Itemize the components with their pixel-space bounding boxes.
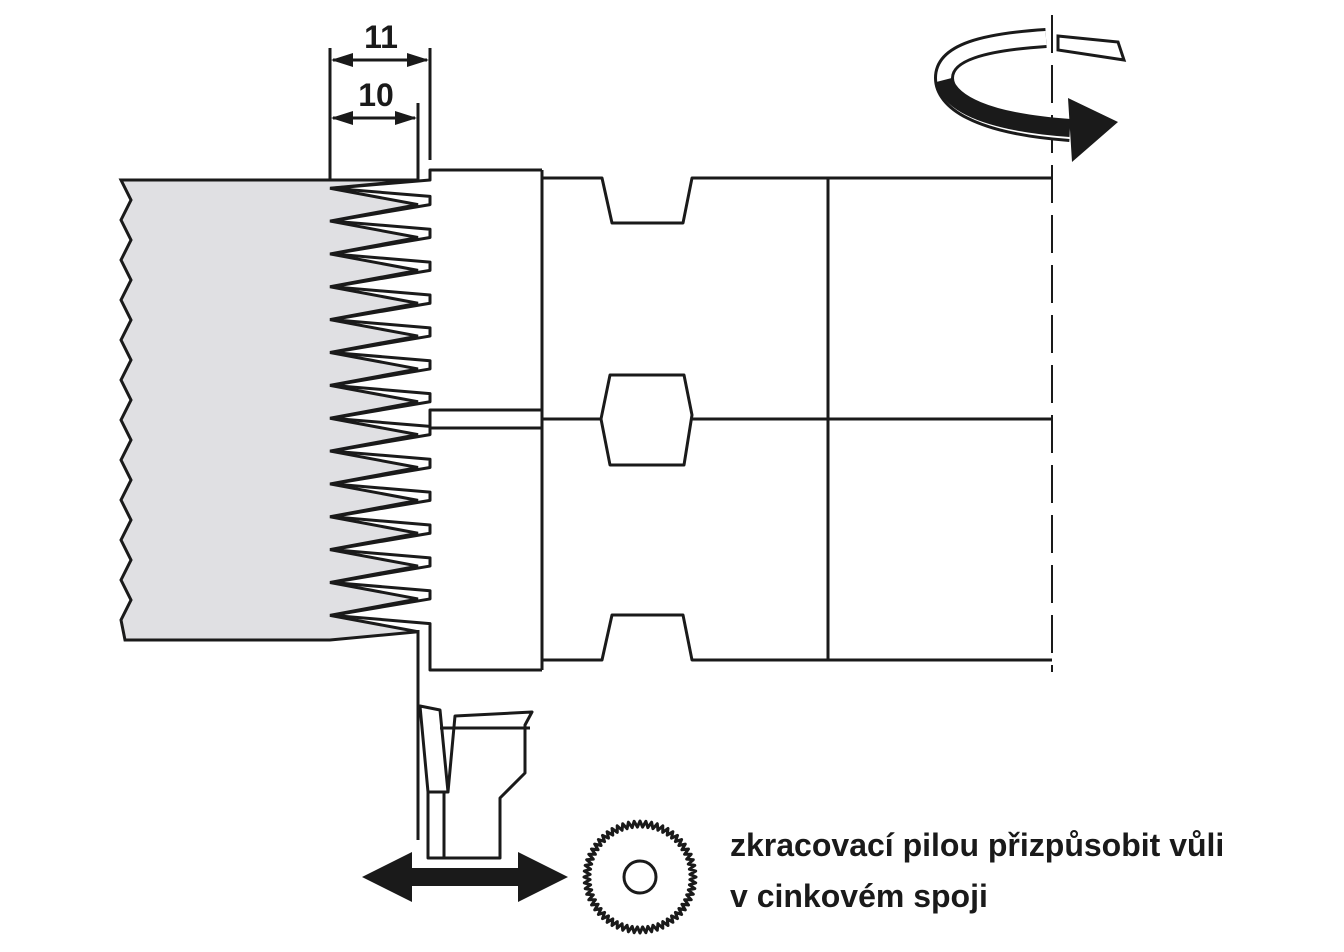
rotation-arrow-icon [933, 28, 1127, 162]
caption-line-2: v cinkovém spoji [730, 878, 988, 914]
dimension-arrowheads [331, 53, 429, 125]
circular-saw-blade-icon [582, 819, 698, 935]
dimension-inner-label: 10 [358, 77, 394, 113]
trim-saw-holder [416, 630, 534, 860]
dimension-outer-label: 11 [364, 19, 398, 55]
caption-line-1: zkracovací pilou přizpůsobit vůli [730, 827, 1225, 863]
cutter-body [428, 170, 1052, 670]
double-arrow-icon [362, 852, 568, 902]
cutter-tool-profile [330, 168, 542, 672]
